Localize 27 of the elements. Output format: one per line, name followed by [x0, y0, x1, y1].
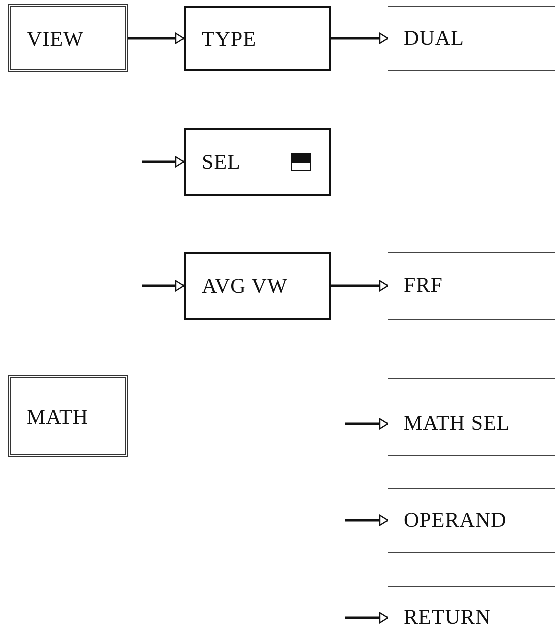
menu-key-box — [8, 375, 128, 457]
menu-label: VIEW — [27, 29, 84, 50]
softkey-box — [184, 6, 331, 71]
menu-label: MATH SEL — [404, 413, 510, 434]
menu-key-box — [8, 4, 128, 72]
arrow — [345, 514, 389, 526]
arrow — [331, 280, 389, 292]
menu-label: RETURN — [404, 607, 492, 628]
option-field — [388, 488, 555, 553]
menu-label: OPERAND — [404, 510, 507, 530]
arrow — [345, 612, 389, 624]
option-field — [388, 252, 555, 320]
arrow — [345, 418, 389, 430]
menu-label: DUAL — [404, 28, 464, 48]
arrow — [331, 32, 389, 44]
menu-label: MATH — [27, 407, 89, 428]
menu-label: AVG VW — [202, 276, 288, 297]
menu-label: SEL — [202, 152, 241, 173]
softkey-box — [184, 128, 331, 196]
menu-label: FRF — [404, 275, 443, 296]
softkey-box — [184, 252, 331, 320]
arrow — [142, 280, 185, 292]
arrow — [128, 32, 185, 44]
option-field — [388, 6, 555, 71]
option-field — [388, 378, 555, 456]
arrow — [142, 156, 185, 168]
menu-label: TYPE — [202, 28, 257, 50]
